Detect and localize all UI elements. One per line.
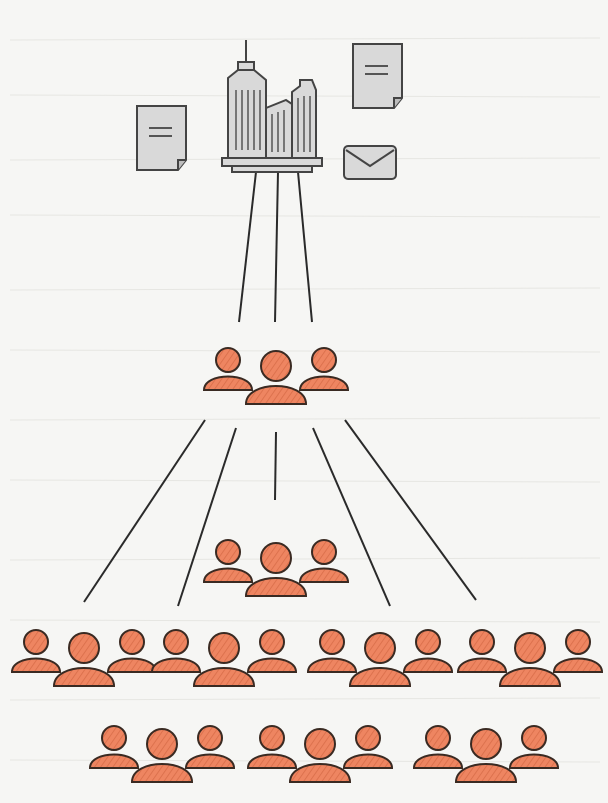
connector-lines — [83, 171, 477, 607]
people-group-icon — [414, 726, 558, 782]
people-group-icon — [204, 348, 348, 404]
people-group-icon — [204, 540, 348, 596]
people-group-icon — [12, 630, 156, 686]
envelope-icon — [343, 145, 397, 180]
edge-hq-to-group-top-3 — [297, 171, 313, 323]
office-building-icon — [221, 40, 323, 173]
document-icon — [136, 105, 187, 171]
edge-group-top-to-middle — [274, 431, 277, 501]
people-group-icon — [248, 726, 392, 782]
people-group-icon — [308, 630, 452, 686]
edge-group-top-to-bottom-4 — [344, 419, 477, 601]
people-groups — [12, 348, 602, 782]
people-group-icon — [90, 726, 234, 782]
edge-group-top-to-bottom-2 — [177, 427, 237, 607]
edge-hq-to-group-top-1 — [238, 171, 257, 323]
document-icon — [352, 43, 403, 109]
people-group-icon — [152, 630, 296, 686]
edge-group-top-to-bottom-1 — [83, 419, 206, 603]
edge-hq-to-group-top-2 — [274, 171, 279, 323]
edge-group-top-to-bottom-3 — [312, 427, 391, 607]
people-group-icon — [458, 630, 602, 686]
